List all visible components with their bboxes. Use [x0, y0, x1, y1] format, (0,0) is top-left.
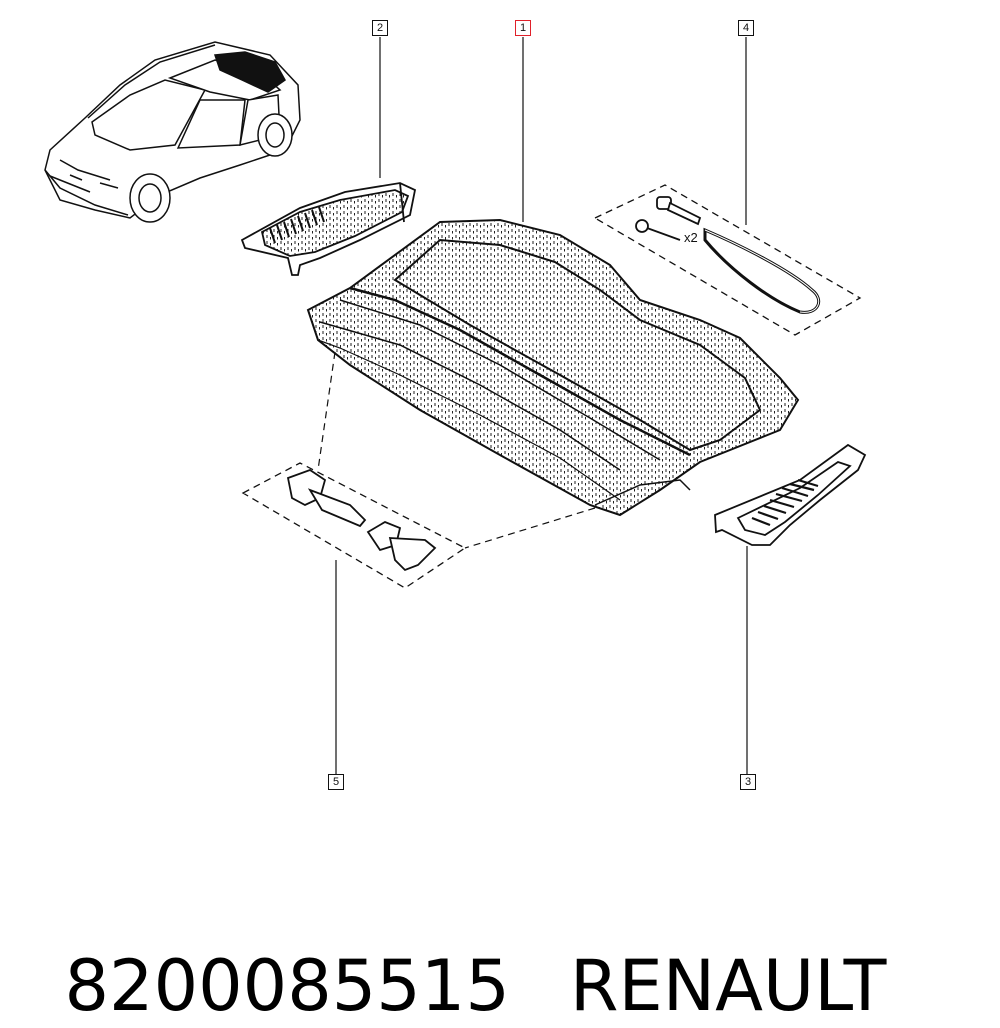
callout-4[interactable]: 4: [738, 20, 754, 36]
callout-5[interactable]: 5: [328, 774, 344, 790]
car-illustration: [44, 41, 301, 223]
quantity-label: x2: [684, 230, 698, 245]
part-1-parcel-shelf: [306, 218, 800, 517]
parts-diagram: [44, 37, 867, 775]
leader-lines: [317, 37, 748, 775]
callout-2[interactable]: 2: [372, 20, 388, 36]
footer-caption: 8200085515 RENAULT: [20, 860, 887, 1028]
part-number: 8200085515: [64, 945, 510, 1027]
part-2-side-trim: [240, 182, 417, 276]
part-3-side-trim: [714, 443, 867, 546]
part-4-fixing-kit: [593, 184, 862, 336]
callout-1[interactable]: 1: [515, 20, 531, 36]
callout-3[interactable]: 3: [740, 774, 756, 790]
brand-name: RENAULT: [569, 945, 887, 1027]
part-5-clips: [241, 462, 467, 589]
